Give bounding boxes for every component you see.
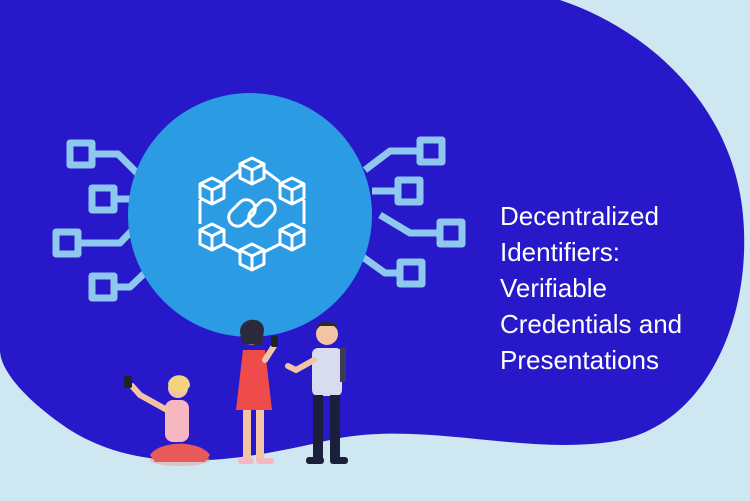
- person-woman-phone: [236, 319, 278, 464]
- headline-line-1: Decentralized: [500, 201, 659, 231]
- headline-line-4: Credentials and: [500, 309, 683, 339]
- banner-headline: Decentralized Identifiers: Verifiable Cr…: [500, 198, 740, 378]
- person-sitting-selfie: [124, 375, 210, 466]
- blockchain-chain-icon: [198, 156, 306, 272]
- circuit-lines-right: [357, 136, 466, 288]
- headline-line-2: Identifiers:: [500, 237, 620, 267]
- headline-line-3: Verifiable: [500, 273, 607, 303]
- headline-line-5: Presentations: [500, 345, 659, 375]
- person-man-standing: [285, 321, 348, 464]
